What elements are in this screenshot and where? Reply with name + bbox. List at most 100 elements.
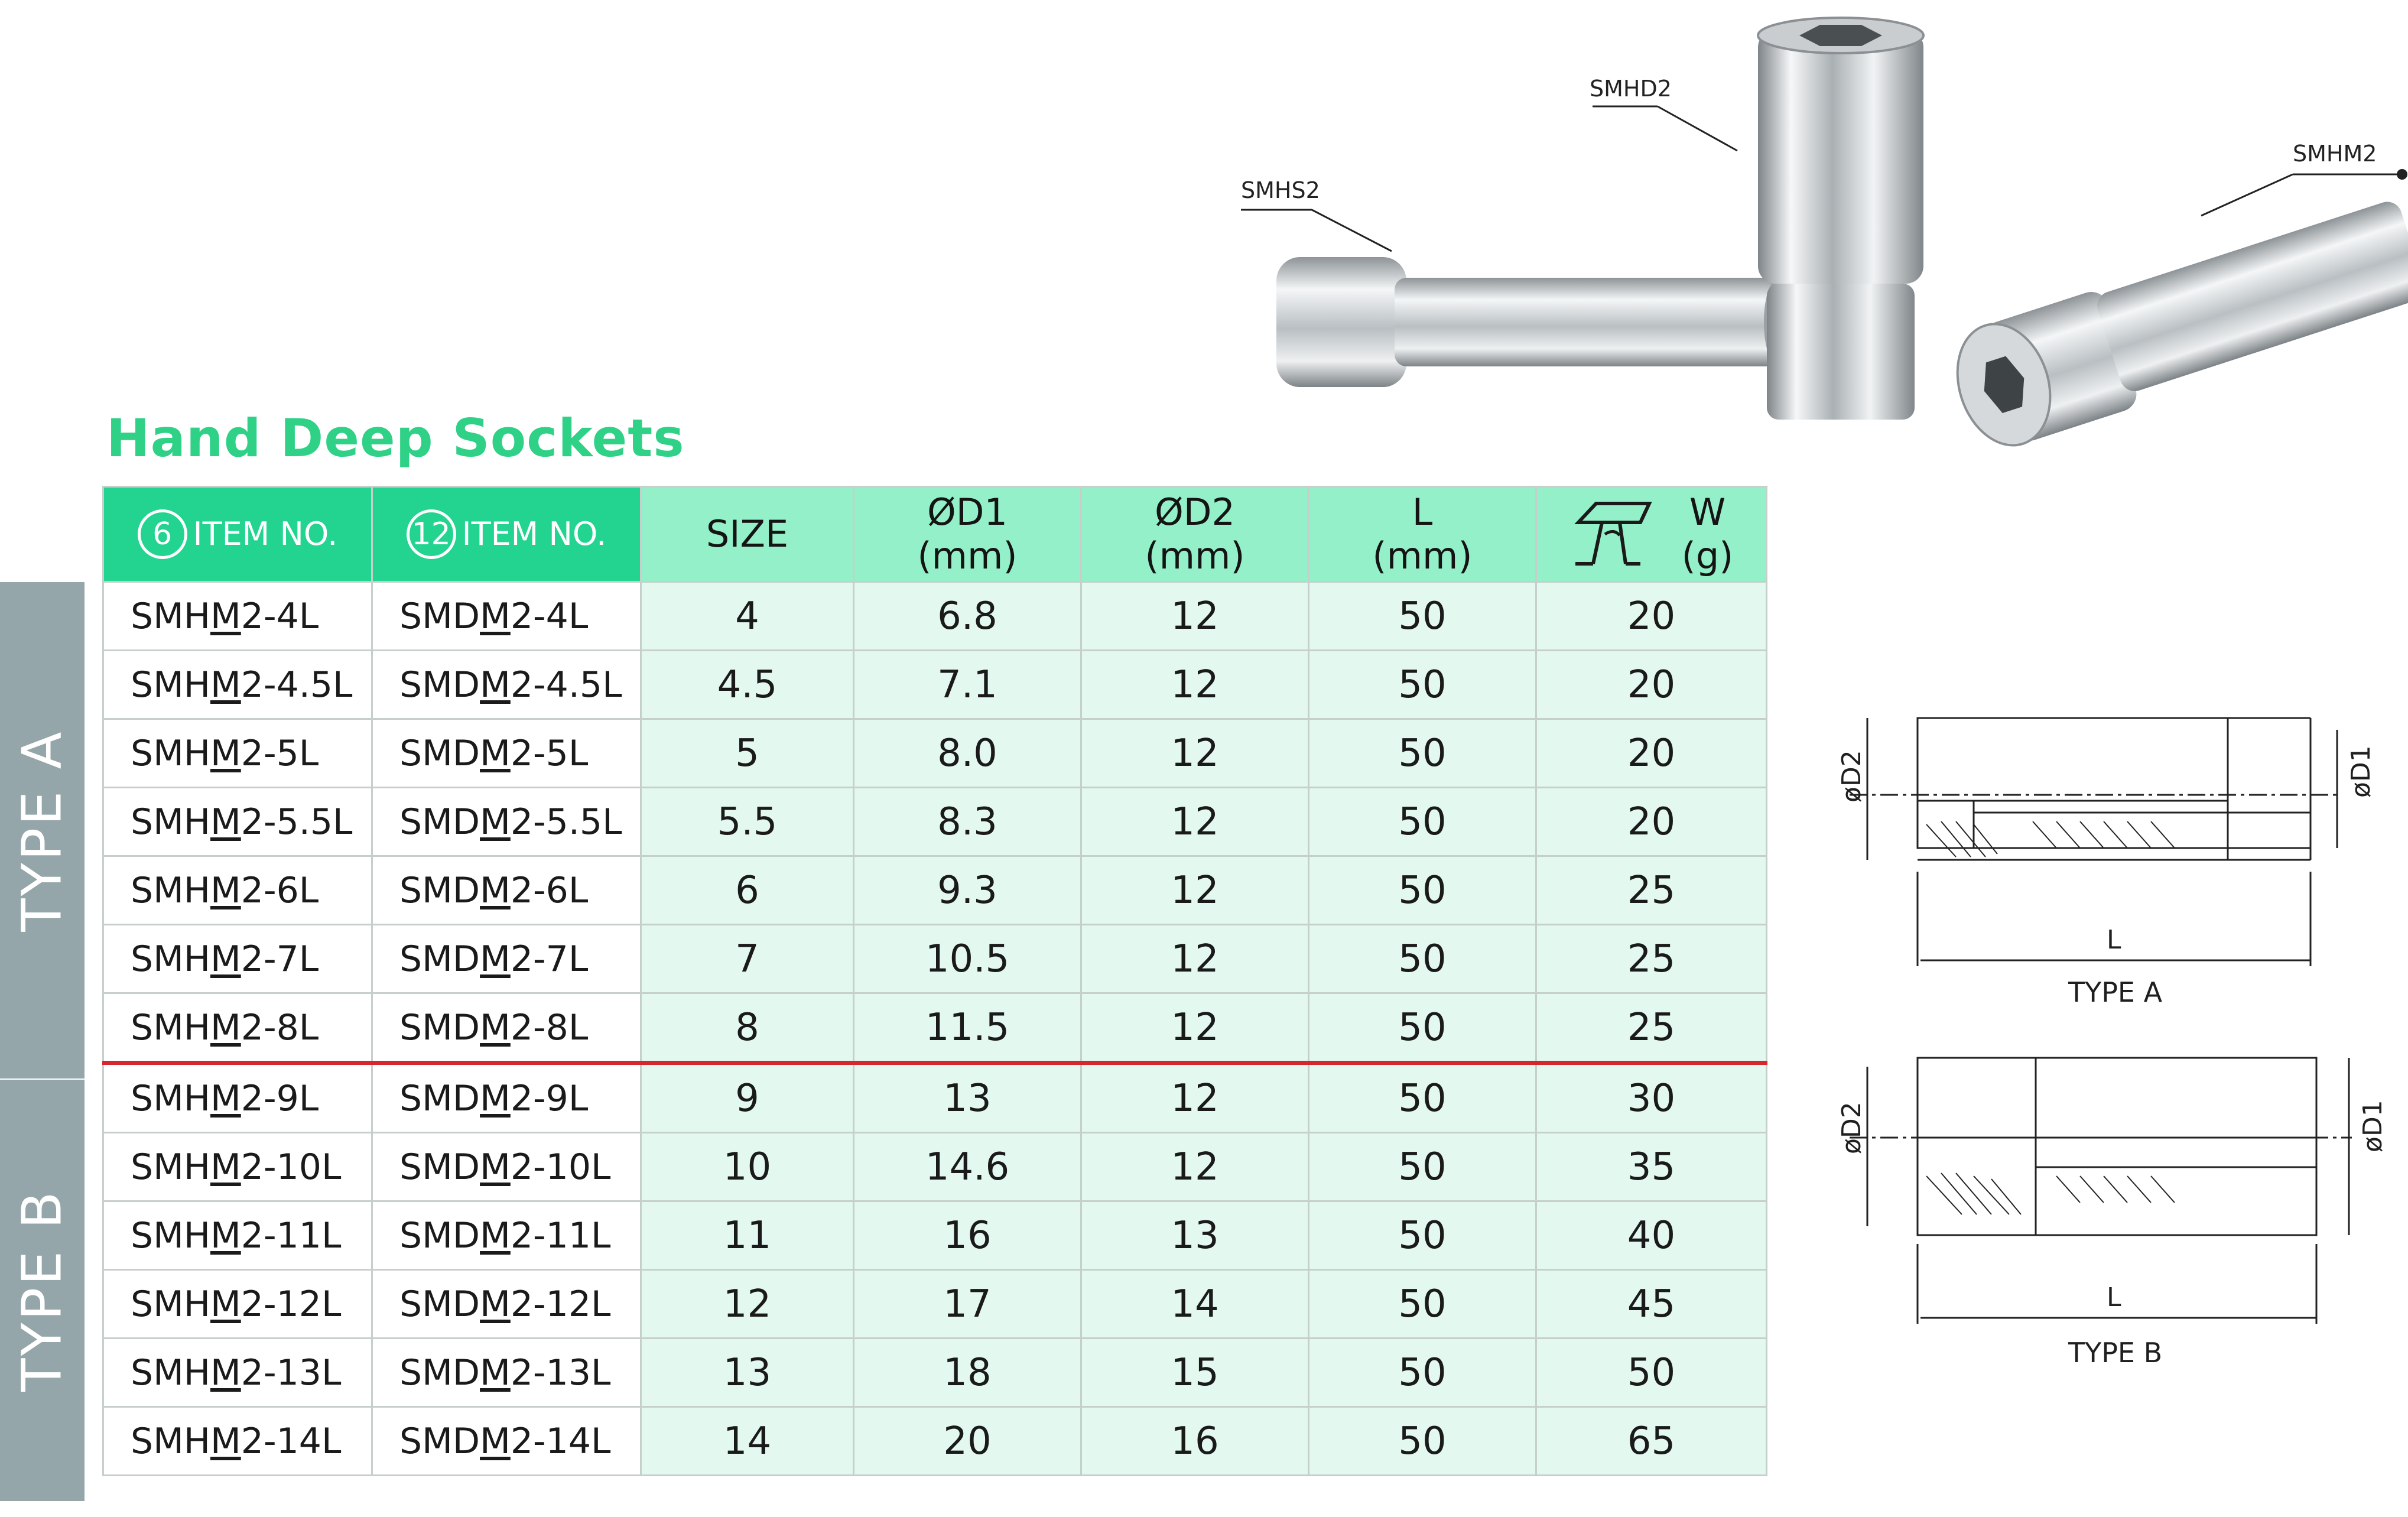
cell-d1: 6.8 [853,581,1082,651]
header-d1: ØD1(mm) [853,486,1082,583]
cell-l: 50 [1308,1406,1537,1476]
cell-l: 50 [1308,718,1537,788]
cell-w: 25 [1535,924,1767,994]
cell-size: 6 [640,855,854,925]
cell-w: 20 [1535,581,1767,651]
cell-w: 25 [1535,992,1767,1065]
item-code-a: SMHM2-5L [102,718,373,788]
header-w: W(g) [1535,486,1767,583]
cell-d2: 12 [1080,1132,1309,1202]
callout-smhs2: SMHS2 [1241,177,1320,203]
cell-l: 50 [1308,649,1537,720]
type-a-diagram: øD2 øD1 L TYPE A [1837,717,2376,1008]
cell-size: 7 [640,924,854,994]
type-a-d2-label: øD2 [1837,750,1867,803]
item-code-a: SMHM2-6L [102,855,373,925]
cell-l: 50 [1308,924,1537,994]
cell-l: 50 [1308,787,1537,857]
cell-l: 50 [1308,1132,1537,1202]
cell-d1: 18 [853,1337,1082,1408]
cell-size: 4.5 [640,649,854,720]
cell-d1: 9.3 [853,855,1082,925]
item-code-a: SMHM2-12L [102,1269,373,1339]
hex-6-point-icon: 6 [137,509,187,559]
cell-w: 30 [1535,1062,1767,1133]
item-code-b: SMDM2-9L [371,1062,642,1133]
cell-d2: 15 [1080,1337,1309,1408]
type-a-caption: TYPE A [2068,976,2163,1008]
item-code-b: SMDM2-6L [371,855,642,925]
socket-smhd2-image [1757,17,1925,420]
item-code-a: SMHM2-14L [102,1406,373,1476]
item-code-b: SMDM2-12L [371,1269,642,1339]
hex-12-point-icon: 12 [406,509,456,559]
cell-d2: 12 [1080,1062,1309,1133]
cell-w: 65 [1535,1406,1767,1476]
type-b-diagram: øD2 øD1 L TYPE B [1837,1057,2388,1369]
page-title: Hand Deep Sockets [106,408,685,469]
socket-smhm2-image [1956,202,2408,447]
item-code-b: SMDM2-4L [371,581,642,651]
cell-size: 5 [640,718,854,788]
cell-d1: 10.5 [853,924,1082,994]
cell-d2: 12 [1080,924,1309,994]
cell-d1: 8.0 [853,718,1082,788]
scale-icon [1574,502,1652,566]
cell-w: 40 [1535,1200,1767,1271]
cell-size: 11 [640,1200,854,1271]
cell-w: 45 [1535,1269,1767,1339]
item-code-b: SMDM2-4.5L [371,649,642,720]
callout-smhd2: SMHD2 [1590,76,1672,102]
cell-w: 50 [1535,1337,1767,1408]
cell-d2: 12 [1080,855,1309,925]
cell-size: 4 [640,581,854,651]
cell-d1: 16 [853,1200,1082,1271]
cell-w: 35 [1535,1132,1767,1202]
cell-d1: 17 [853,1269,1082,1339]
cell-w: 25 [1535,855,1767,925]
cell-size: 14 [640,1406,854,1476]
item-code-b: SMDM2-8L [371,992,642,1065]
cell-d2: 12 [1080,718,1309,788]
cell-l: 50 [1308,1200,1537,1271]
cell-d2: 12 [1080,581,1309,651]
type-a-l-label: L [2107,925,2121,955]
cell-size: 5.5 [640,787,854,857]
cell-l: 50 [1308,581,1537,651]
header-d2: ØD2(mm) [1080,486,1309,583]
item-code-a: SMHM2-5.5L [102,787,373,857]
header-l: L(mm) [1308,486,1537,583]
item-code-b: SMDM2-7L [371,924,642,994]
cell-d2: 14 [1080,1269,1309,1339]
header-size: SIZE [640,486,854,583]
cell-d2: 12 [1080,649,1309,720]
product-photo [1241,17,2408,447]
item-code-a: SMHM2-4.5L [102,649,373,720]
cell-l: 50 [1308,855,1537,925]
type-a-d1-label: øD1 [2346,745,2376,798]
cell-d1: 8.3 [853,787,1082,857]
item-code-a: SMHM2-13L [102,1337,373,1408]
cell-d1: 14.6 [853,1132,1082,1202]
cell-w: 20 [1535,718,1767,788]
item-code-b: SMDM2-5L [371,718,642,788]
cell-d2: 13 [1080,1200,1309,1271]
item-code-a: SMHM2-11L [102,1200,373,1271]
item-code-a: SMHM2-7L [102,924,373,994]
cell-d1: 13 [853,1062,1082,1133]
cell-size: 9 [640,1062,854,1133]
